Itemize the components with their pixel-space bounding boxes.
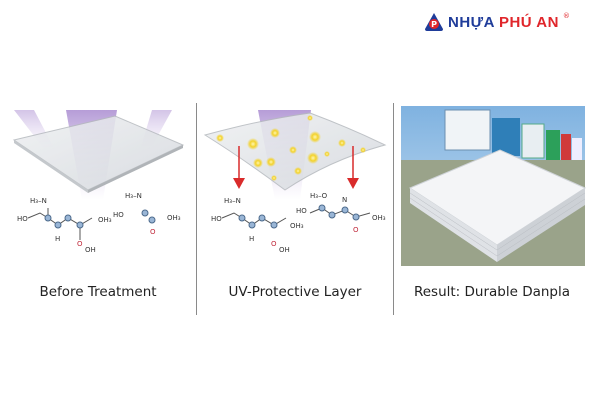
caption-before-treatment: Before Treatment	[39, 284, 157, 300]
atom-label: OH₃	[372, 214, 386, 222]
atom-label: O	[271, 240, 277, 248]
panel-result-durable-danpla	[401, 106, 587, 266]
atom-label: H	[249, 235, 254, 243]
atom-label: OH₃	[167, 214, 181, 222]
atom-label: HO	[211, 215, 222, 223]
brand-name-part1: NHỰA	[448, 13, 495, 31]
atom-label: O	[77, 240, 83, 248]
atom-label: HO	[296, 207, 307, 215]
panel-before-treatment: H₃–N HO H O OH OH₃ H₃–N HO O OH₃	[12, 110, 185, 254]
atom-label: H	[55, 235, 60, 243]
logo-icon: P	[425, 13, 443, 31]
panel-divider	[196, 103, 197, 315]
atom-label: O	[150, 228, 156, 236]
brand-logo: P NHỰA PHÚ AN ®	[424, 12, 570, 32]
atom-label: H₃–N	[224, 197, 241, 205]
atom-label: O	[353, 226, 359, 234]
registered-mark: ®	[562, 12, 570, 20]
down-arrow-icon	[347, 146, 359, 189]
atom-label: OH	[85, 246, 96, 254]
svg-text:P: P	[431, 20, 437, 29]
atom-label: H₃–N	[30, 197, 47, 205]
billboards	[444, 109, 582, 162]
caption-result: Result: Durable Danpla	[413, 284, 571, 300]
uv-absorber-particles	[216, 115, 366, 181]
atom-label: OH₃	[290, 222, 304, 230]
atom-label: HO	[17, 215, 28, 223]
caption-uv-protective-layer: UV-Protective Layer	[228, 284, 362, 300]
panel-uv-protective-layer: H₃–N HO H O OH OH₃ H₃–O HO N O OH₃	[203, 110, 387, 254]
atom-label: OH₃	[98, 216, 112, 224]
atom-label: OH	[279, 246, 290, 254]
atom-label: N	[342, 196, 347, 204]
down-arrow-icon	[233, 146, 245, 189]
atom-label: H₃–O	[310, 192, 328, 200]
brand-name-part2: PHÚ AN	[498, 13, 559, 31]
panel-divider	[393, 103, 394, 315]
atom-label: H₃–N	[125, 192, 142, 200]
atom-label: HO	[113, 211, 124, 219]
